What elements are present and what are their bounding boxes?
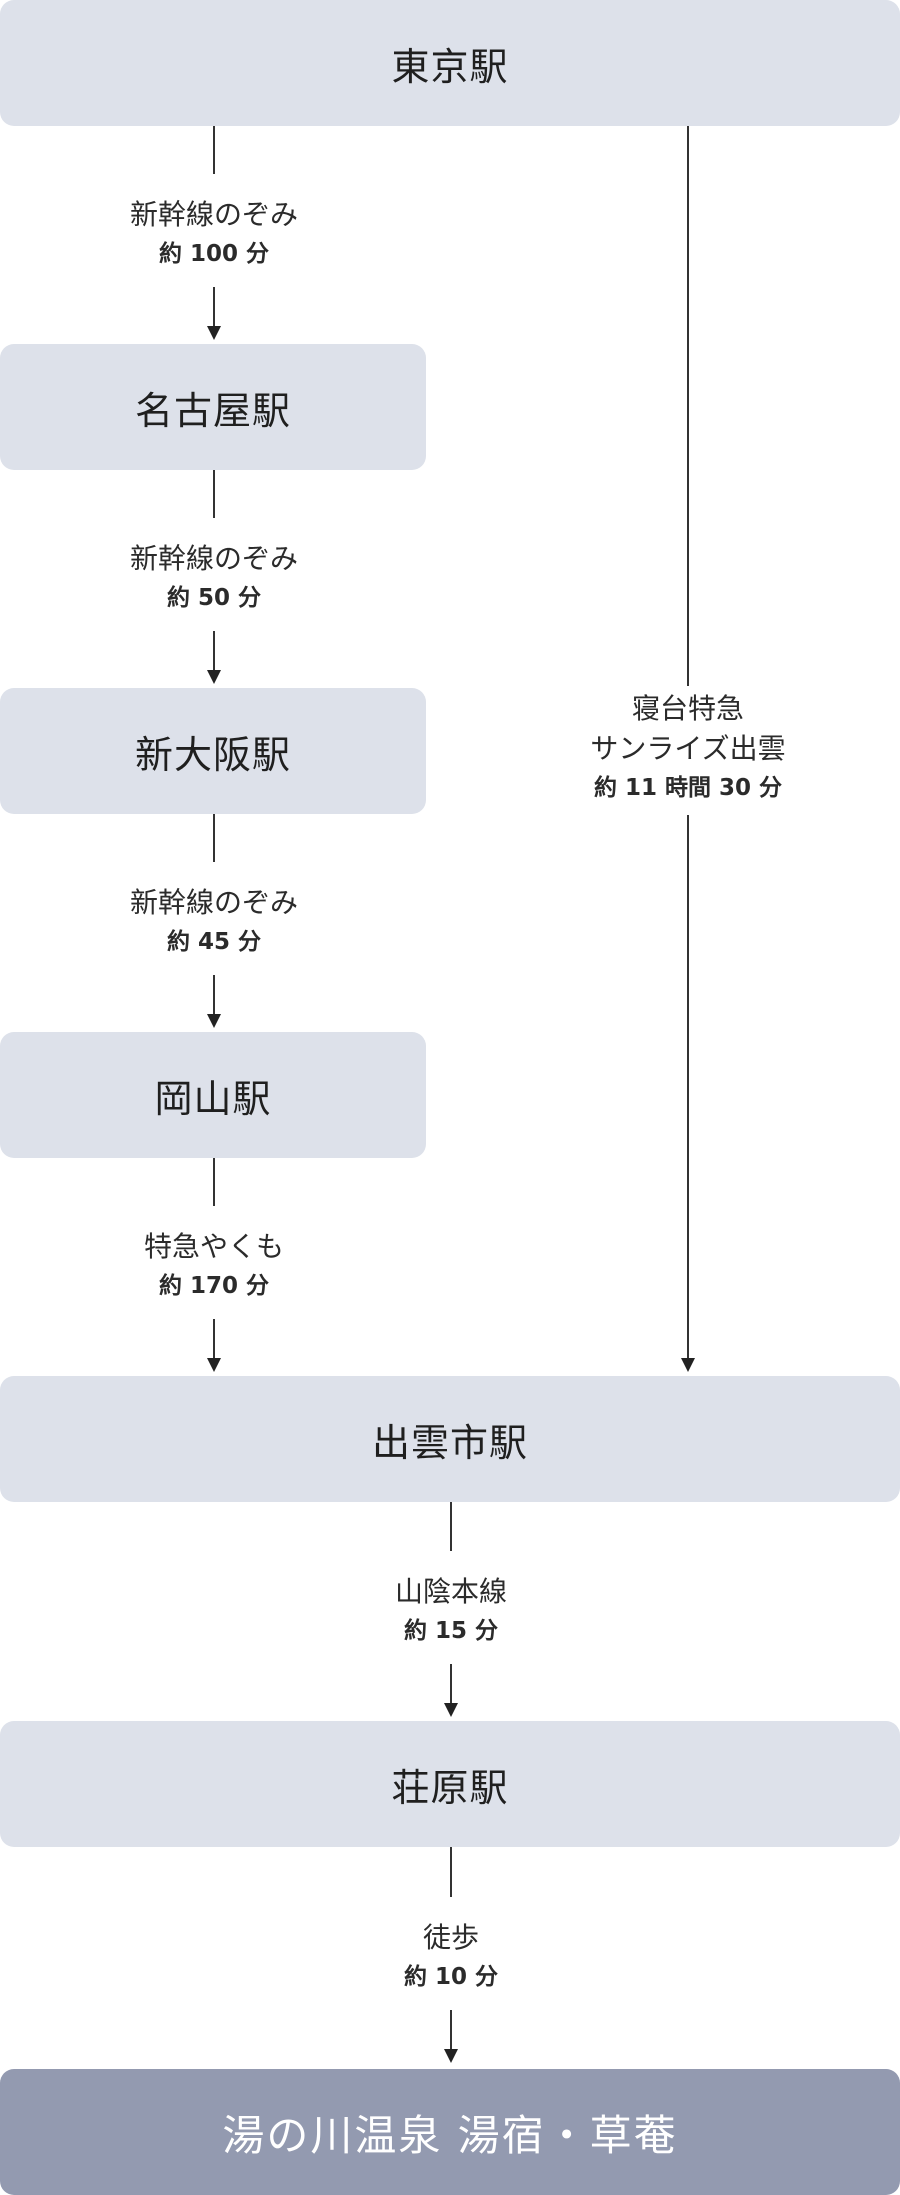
station-izumoshi: 出雲市駅 [0, 1376, 900, 1502]
leg-time: 約 15 分 [403, 1618, 499, 1644]
connector-line [213, 814, 215, 862]
leg-shin-osaka-okayama-label: 新幹線のぞみ 約 45 分 [130, 883, 298, 961]
leg-time: 約 100 分 [158, 241, 270, 267]
station-nagoya-label: 名古屋駅 [134, 388, 291, 433]
leg-mode: 山陰本線 [394, 1575, 508, 1608]
leg-tokyo-nagoya-label: 新幹線のぞみ 約 100 分 [130, 195, 298, 273]
station-destination-label: 湯の川温泉 湯宿・草菴 [222, 2110, 678, 2160]
station-shin-osaka: 新大阪駅 [0, 688, 426, 814]
station-tokyo: 東京駅 [0, 0, 900, 126]
leg-izumoshi-shobara-label: 山陰本線 約 15 分 [395, 1572, 507, 1650]
leg-sleeper-label: 寝台特急 サンライズ出雲 約 11 時間 30 分 [590, 689, 785, 807]
station-shobara-label: 荘原駅 [391, 1765, 509, 1810]
leg-mode: 新幹線のぞみ [129, 886, 299, 919]
leg-mode: 新幹線のぞみ [129, 542, 299, 575]
arrow-down-icon [681, 1358, 695, 1372]
connector-line [213, 1158, 215, 1206]
station-okayama: 岡山駅 [0, 1032, 426, 1158]
station-destination: 湯の川温泉 湯宿・草菴 [0, 2069, 900, 2195]
connector-line [213, 631, 215, 673]
station-shobara: 荘原駅 [0, 1721, 900, 1847]
station-izumoshi-label: 出雲市駅 [371, 1420, 528, 1465]
leg-time: 約 170 分 [158, 1273, 270, 1299]
station-okayama-label: 岡山駅 [154, 1076, 272, 1121]
leg-mode-line2: サンライズ出雲 [590, 732, 786, 765]
station-nagoya: 名古屋駅 [0, 344, 426, 470]
arrow-down-icon [207, 1358, 221, 1372]
arrow-down-icon [207, 326, 221, 340]
leg-mode: 新幹線のぞみ [129, 198, 299, 231]
leg-time: 約 11 時間 30 分 [593, 775, 783, 801]
connector-line [450, 2010, 452, 2052]
station-shin-osaka-label: 新大阪駅 [134, 732, 291, 777]
arrow-down-icon [444, 1703, 458, 1717]
leg-time: 約 45 分 [166, 929, 262, 955]
leg-shobara-destination-label: 徒歩 約 10 分 [404, 1918, 498, 1996]
arrow-down-icon [207, 670, 221, 684]
connector-line [687, 126, 689, 686]
connector-line [687, 815, 689, 1361]
leg-nagoya-shin-osaka-label: 新幹線のぞみ 約 50 分 [130, 539, 298, 617]
leg-time: 約 50 分 [166, 585, 262, 611]
leg-time: 約 10 分 [403, 1964, 499, 1990]
leg-mode: 特急やくも [143, 1230, 285, 1263]
connector-line [450, 1664, 452, 1706]
arrow-down-icon [444, 2049, 458, 2063]
connector-line [213, 470, 215, 518]
leg-mode: 徒歩 [422, 1921, 479, 1954]
connector-line [213, 975, 215, 1017]
connector-line [213, 126, 215, 174]
leg-mode-line1: 寝台特急 [631, 692, 745, 725]
connector-line [450, 1847, 452, 1897]
connector-line [213, 287, 215, 329]
station-tokyo-label: 東京駅 [391, 44, 509, 89]
arrow-down-icon [207, 1014, 221, 1028]
connector-line [450, 1502, 452, 1551]
leg-okayama-izumoshi-label: 特急やくも 約 170 分 [144, 1227, 284, 1305]
connector-line [213, 1319, 215, 1361]
